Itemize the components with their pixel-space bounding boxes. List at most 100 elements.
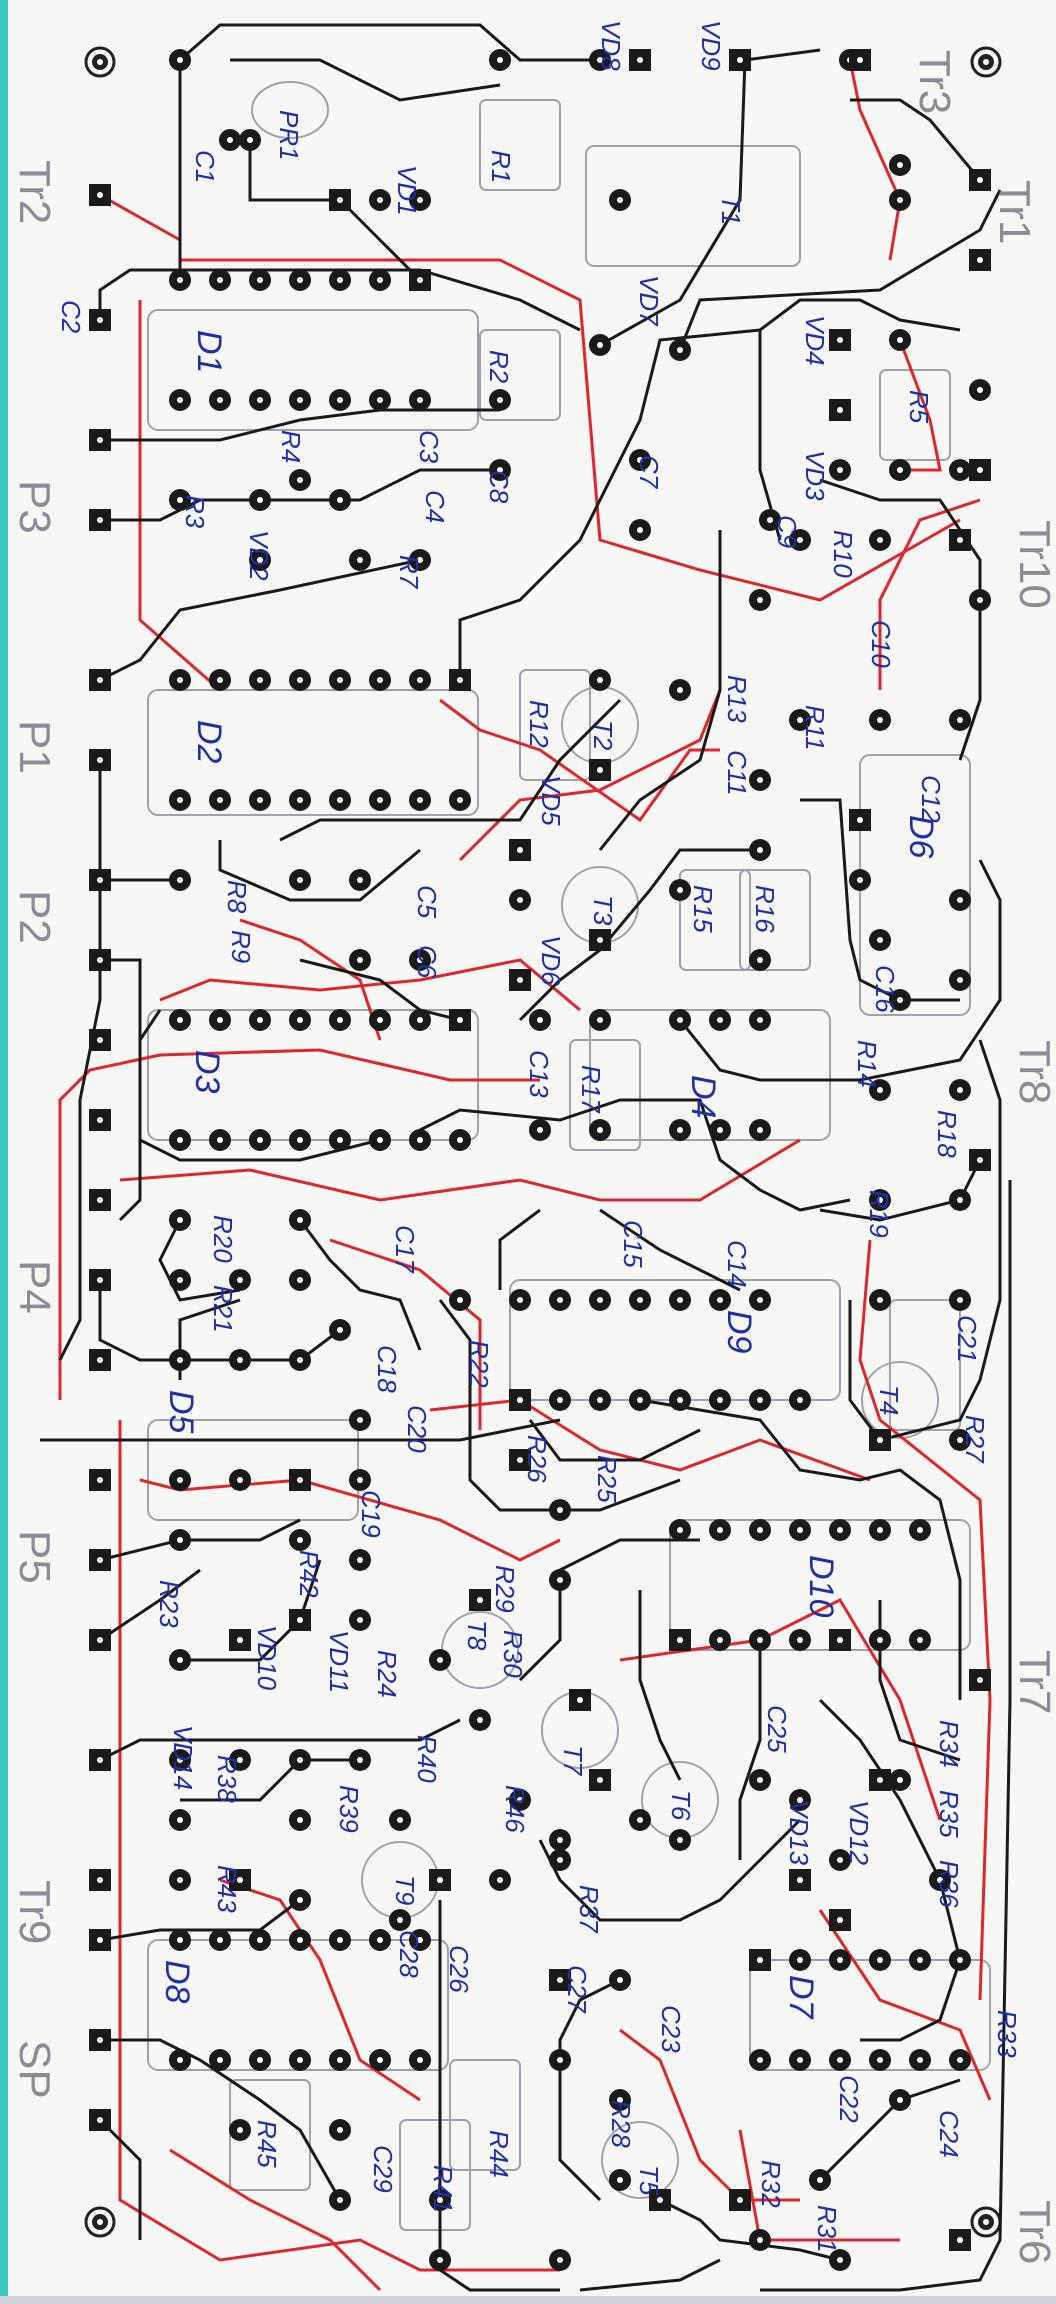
pad-drill (557, 1297, 563, 1303)
label-pr1: PR1 (274, 110, 304, 161)
resistor-outline-r1 (479, 99, 561, 191)
pad-drill (677, 1527, 683, 1533)
label-c10: C10 (866, 620, 896, 668)
resistor-outline-r15 (679, 869, 751, 971)
pad-drill (337, 397, 343, 403)
red-trace (159, 958, 581, 1012)
pad-drill (897, 997, 903, 1003)
label-c17: C17 (390, 1225, 420, 1274)
pad-drill (797, 1527, 803, 1533)
pad-drill (657, 2197, 663, 2203)
resistor-outline-r17 (569, 1039, 641, 1151)
pad-drill (597, 1127, 603, 1133)
black-trace (40, 1418, 561, 1442)
black-trace (230, 58, 501, 102)
pad-drill (217, 1137, 223, 1143)
pad-drill (457, 1017, 463, 1023)
label-c6: C6 (412, 945, 442, 979)
pad-drill (557, 2257, 563, 2263)
pad-drill (597, 1397, 603, 1403)
mounting-hole (84, 46, 116, 78)
pad-drill (797, 2057, 803, 2063)
pad-drill (797, 1797, 803, 1803)
label-r25: R25 (592, 1455, 622, 1503)
pad-drill (397, 1817, 403, 1823)
pad-drill (757, 777, 763, 783)
black-trace (528, 1419, 701, 1462)
pad-drill (357, 877, 363, 883)
pad-drill (397, 1917, 403, 1923)
resistor-outline-r12 (519, 669, 591, 781)
label-r17: R17 (576, 1065, 606, 1114)
label-vd8: VD8 (596, 20, 626, 71)
label-t1: T1 (716, 195, 746, 225)
label-d8: D8 (158, 1960, 196, 2004)
pad-drill (177, 1937, 183, 1943)
pad-drill (337, 2057, 343, 2063)
edge-label-sp: SP (10, 2040, 59, 2099)
pad-drill (217, 1937, 223, 1943)
pad-drill (717, 1017, 723, 1023)
pad-drill (837, 407, 843, 413)
pad-drill (757, 1957, 763, 1963)
black-trace (58, 760, 102, 1361)
label-r9: R9 (226, 930, 256, 963)
pad-drill (257, 797, 263, 803)
label-c22: C22 (834, 2075, 864, 2123)
label-t4: T4 (874, 1385, 904, 1415)
pad-drill (877, 1777, 883, 1783)
pad-drill (217, 677, 223, 683)
pad-drill (297, 1277, 303, 1283)
label-c4: C4 (420, 490, 450, 523)
pad-drill (637, 57, 643, 63)
pad-drill (257, 397, 263, 403)
pad-drill (557, 1507, 563, 1513)
pad-drill (717, 1127, 723, 1133)
pad-drill (417, 277, 423, 283)
pad-drill (717, 1637, 723, 1643)
pad-drill (97, 437, 103, 443)
pad-drill (297, 1137, 303, 1143)
label-c12: C12 (916, 775, 946, 823)
pad-drill (177, 877, 183, 883)
pad-drill (837, 2057, 843, 2063)
edge-labels: Tr3 Tr2 Tr1 Tr10 P3 P1 P2 Tr8 P4 P5 Tr7 … (10, 50, 1056, 2264)
pad-drill (357, 1477, 363, 1483)
label-c14: C14 (722, 1240, 752, 1288)
pad-drill (97, 1757, 103, 1763)
label-r29: R29 (490, 1565, 520, 1613)
label-t3: T3 (588, 895, 618, 926)
black-trace (678, 859, 1002, 1082)
label-r33: R33 (992, 2010, 1022, 2058)
label-c29: C29 (368, 2145, 398, 2193)
edge-label-p2: P2 (10, 890, 59, 944)
pad-drill (557, 2057, 563, 2063)
edge-label-tr6: Tr6 (1010, 2200, 1056, 2264)
pad-drill (97, 1277, 103, 1283)
label-vd10: VD10 (252, 1625, 282, 1691)
pad-drill (717, 1527, 723, 1533)
pad-drill (337, 277, 343, 283)
red-trace (329, 1238, 482, 1430)
resistor-outline-r5 (879, 369, 951, 461)
pad-drill (377, 1137, 383, 1143)
pad-drill (97, 2117, 103, 2123)
label-vd2: VD2 (244, 530, 274, 581)
black-trace (518, 1538, 700, 1682)
mounting-hole (84, 2206, 116, 2238)
red-trace (138, 300, 221, 692)
pad-drill (897, 2097, 903, 2103)
black-trace (279, 698, 622, 842)
black-trace (99, 1518, 301, 1562)
red-traces (58, 59, 992, 2292)
label-r30: R30 (498, 1630, 528, 1678)
label-t5: T5 (634, 2165, 664, 2196)
ic-outline-d4 (589, 1009, 831, 1141)
pad-drill (837, 1957, 843, 1963)
label-r43: R43 (212, 1865, 242, 1913)
pad-drill (517, 1457, 523, 1463)
label-r36: R36 (934, 1860, 964, 1908)
pad-drill (557, 1577, 563, 1583)
pad-drill (257, 677, 263, 683)
pad-drill (97, 1557, 103, 1563)
